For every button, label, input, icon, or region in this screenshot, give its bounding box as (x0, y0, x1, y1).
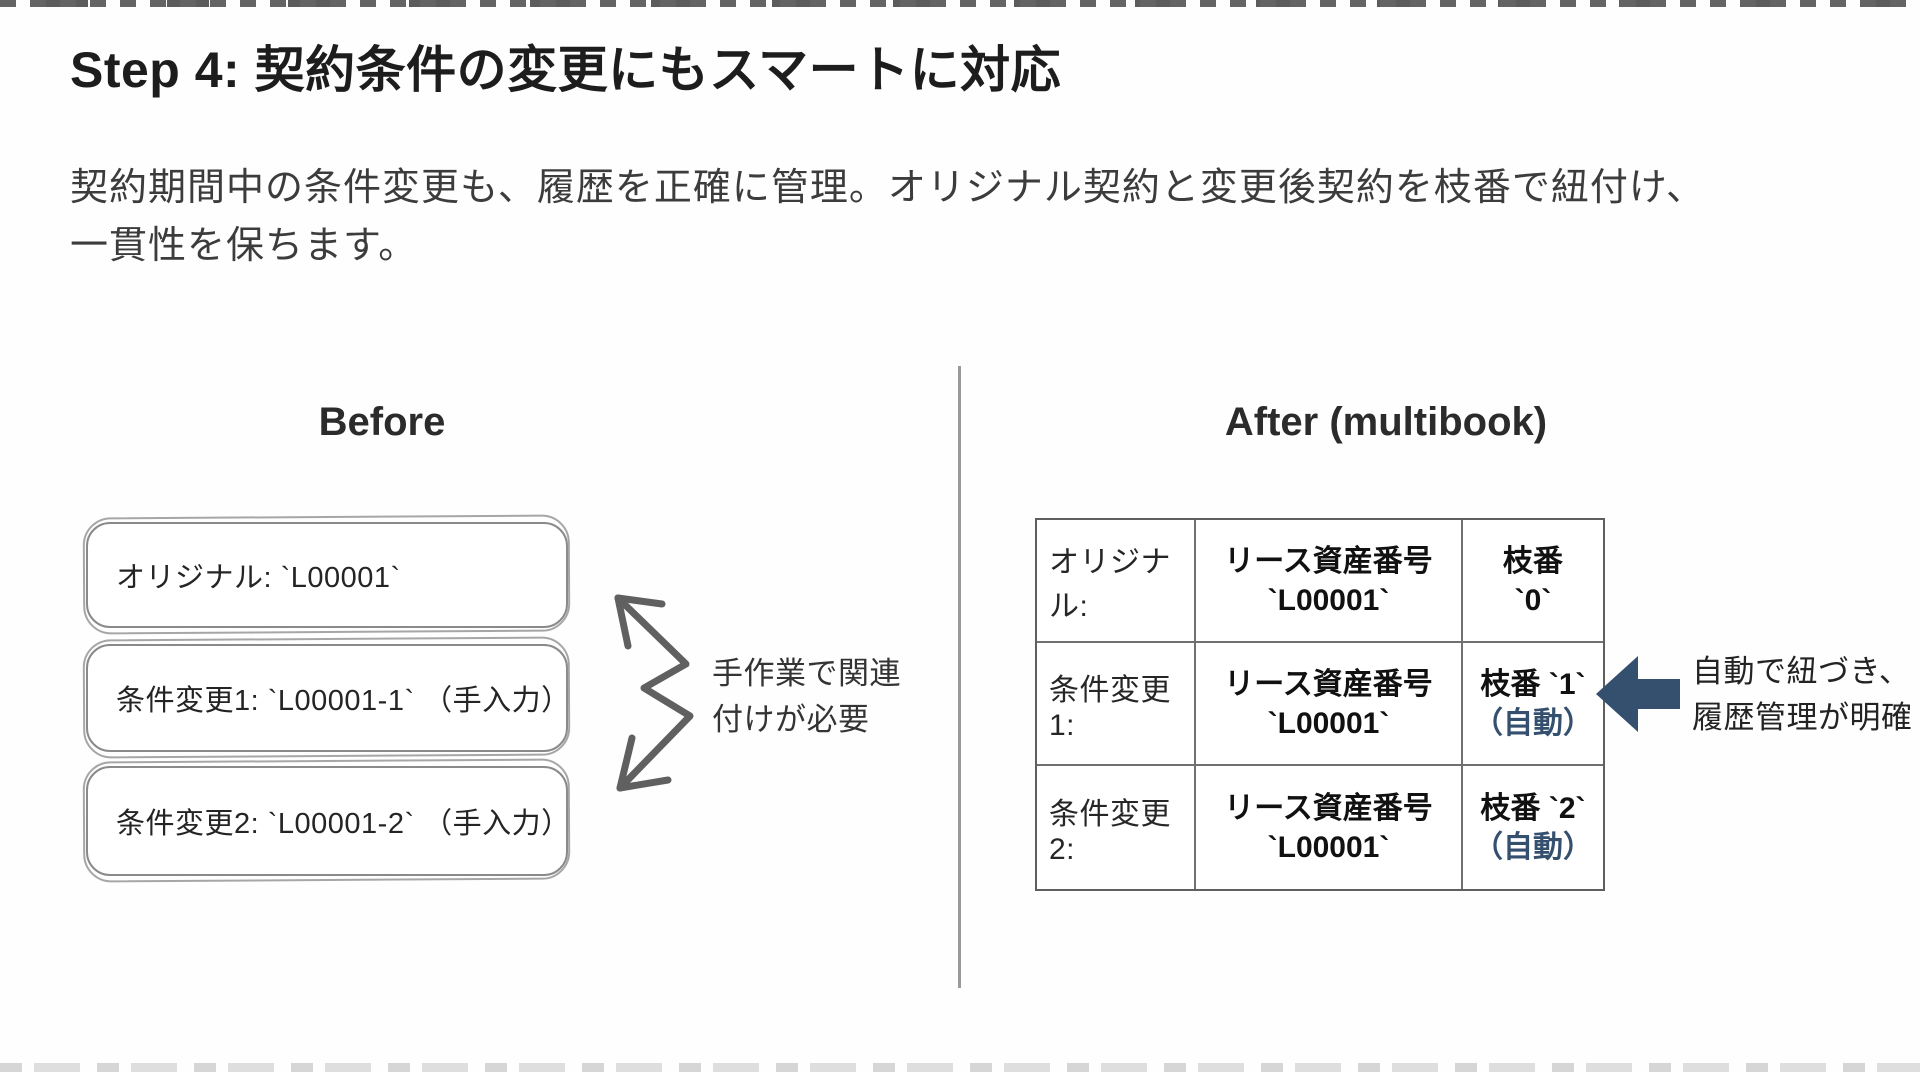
table-cell-branch-number: 枝番 `2` （自動） (1463, 766, 1603, 889)
bottom-edge-artifact (0, 1063, 1920, 1072)
row1-branch-line1: 枝番 (1503, 544, 1563, 578)
table-row-label: 条件変更1: (1037, 643, 1196, 766)
before-annotation-line-2: 付けが必要 (712, 702, 870, 737)
row1-asset-line1: リース資産番号 (1224, 544, 1433, 578)
row2-branch-line1: 枝番 `1` (1480, 667, 1586, 701)
row3-label: 条件変更2: (1049, 797, 1171, 866)
row2-label: 条件変更1: (1049, 673, 1171, 742)
row3-asset-line2: `L00001` (1267, 830, 1390, 864)
table-cell-branch-number: 枝番 `1` （自動） (1463, 643, 1603, 766)
table-row-label: オリジナル: (1037, 520, 1196, 643)
top-edge-artifact (0, 0, 1920, 7)
row1-label: オリジナル: (1049, 545, 1171, 623)
row1-branch-value: `0` (1514, 583, 1552, 617)
after-annotation-line-2: 履歴管理が明確 (1692, 700, 1913, 735)
after-annotation-line-1: 自動で紐づき、 (1692, 654, 1911, 689)
row2-branch-auto: （自動） (1473, 706, 1593, 740)
before-box-change1: 条件変更1: `L00001-1` （手入力） (86, 644, 571, 752)
column-divider (958, 366, 961, 988)
table-cell-asset-number: リース資産番号 `L00001` (1196, 520, 1463, 643)
table-row-label: 条件変更2: (1037, 766, 1196, 889)
table-cell-asset-number: リース資産番号 `L00001` (1196, 643, 1463, 766)
table-cell-asset-number: リース資産番号 `L00001` (1196, 766, 1463, 889)
row3-branch-line1: 枝番 `2` (1480, 791, 1586, 825)
row3-asset-line1: リース資産番号 (1224, 791, 1433, 825)
table-cell-branch-number: 枝番 `0` (1463, 520, 1603, 643)
page-title: Step 4: 契約条件の変更にもスマートに対応 (70, 42, 1062, 98)
row2-asset-line2: `L00001` (1267, 706, 1390, 740)
after-heading: After (multibook) (1224, 400, 1548, 444)
before-box-original-label: オリジナル: `L00001` (116, 562, 401, 594)
description-line-2: 一貫性を保ちます。 (70, 225, 418, 267)
before-box-change2: 条件変更2: `L00001-2` （手入力） (86, 766, 571, 876)
row3-branch-auto: （自動） (1473, 830, 1593, 864)
before-box-change2-label: 条件変更2: `L00001-2` （手入力） (116, 808, 571, 840)
before-heading: Before (318, 400, 446, 444)
after-table: オリジナル: リース資産番号 `L00001` 枝番 `0` 条件変更1: リー… (1035, 518, 1605, 891)
description-line-1: 契約期間中の条件変更も、履歴を正確に管理。オリジナル契約と変更後契約を枝番で紐付… (70, 167, 1705, 209)
row1-asset-line2: `L00001` (1267, 583, 1390, 617)
handdrawn-zigzag-arrow-icon (614, 594, 694, 792)
row2-asset-line1: リース資産番号 (1224, 667, 1433, 701)
before-box-original: オリジナル: `L00001` (86, 522, 568, 628)
before-box-change1-label: 条件変更1: `L00001-1` （手入力） (116, 685, 571, 717)
left-arrow-icon (1596, 656, 1680, 732)
before-annotation-line-1: 手作業で関連 (712, 656, 901, 691)
